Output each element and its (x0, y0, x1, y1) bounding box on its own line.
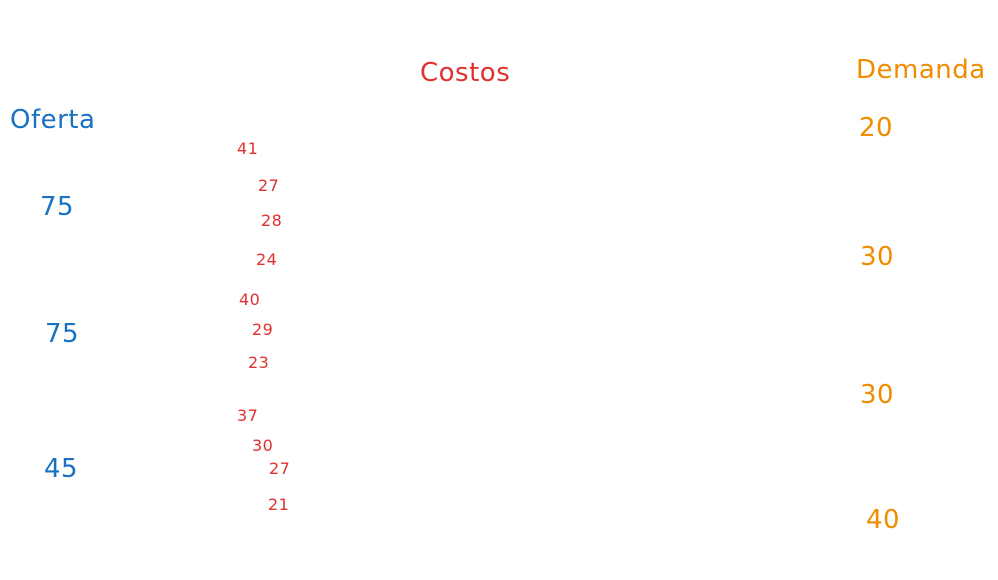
demand-value-4: 40 (866, 505, 901, 535)
cost-3-3: 27 (269, 459, 291, 478)
cost-2-3: 23 (248, 353, 270, 372)
demand-header: Demanda (856, 55, 986, 85)
supply-header: Oferta (10, 105, 96, 135)
demand-value-1: 20 (859, 113, 894, 143)
cost-1-2: 27 (258, 176, 280, 195)
demand-value-3: 30 (860, 380, 895, 410)
cost-1-1: 41 (237, 139, 259, 158)
demand-value-2: 30 (860, 242, 895, 272)
supply-value-1: 75 (40, 192, 75, 222)
cost-1-4: 24 (256, 250, 278, 269)
cost-1-3: 28 (261, 211, 283, 230)
costs-header: Costos (420, 58, 511, 88)
cost-3-4: 21 (268, 495, 290, 514)
cost-3-2: 30 (252, 436, 274, 455)
supply-value-3: 45 (44, 454, 79, 484)
cost-3-1: 37 (237, 406, 259, 425)
cost-2-2: 29 (252, 320, 274, 339)
cost-2-1: 40 (239, 290, 261, 309)
supply-value-2: 75 (45, 319, 80, 349)
